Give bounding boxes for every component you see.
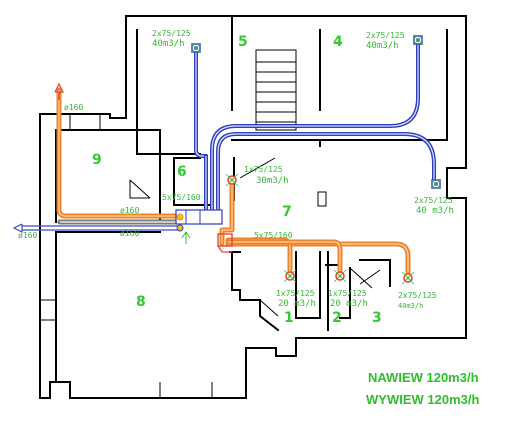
pipe-diameter-label: ø160 <box>120 206 139 215</box>
room-number: 1 <box>284 310 294 326</box>
vent-flow-label: 30m3/h <box>256 176 289 186</box>
vent-duct-label: 2x75/125 <box>366 31 405 40</box>
anemostat-valve-icon[interactable] <box>190 42 202 54</box>
distribution-box <box>175 209 223 244</box>
left-arrow-icon <box>12 223 23 233</box>
anemostat-valve-icon[interactable] <box>412 34 424 46</box>
exhaust-ducts <box>194 40 436 214</box>
vent-flow-label: 40m3/h <box>152 39 185 49</box>
pipe-labels: 5x75/160 5x75/160 ø160 ø160 ø160 ø160 <box>18 103 293 240</box>
vent-duct-label: 1x75/125 <box>276 289 315 298</box>
anemostat-valve-icon[interactable] <box>225 173 239 187</box>
room-number: 9 <box>92 152 102 168</box>
supply-ducts <box>56 87 411 279</box>
vent-duct-label: 2x75/125 <box>414 196 453 205</box>
walls <box>39 15 467 399</box>
up-arrow-icon <box>54 82 64 100</box>
valves <box>190 34 442 285</box>
vent-flow-label: 40 m3/h <box>416 206 454 216</box>
room-number: 8 <box>136 294 146 310</box>
room-number: 5 <box>238 34 248 50</box>
pipe-diameter-label: ø160 <box>120 229 139 238</box>
anemostat-valve-icon[interactable] <box>401 271 415 285</box>
bundle-label: 5x75/160 <box>254 231 293 240</box>
vent-duct-label: 2x75/125 <box>398 291 437 300</box>
vent-flow-label: 40m3/h <box>398 302 423 310</box>
room-numbers: 1 2 3 4 5 6 7 8 9 <box>92 34 382 326</box>
anemostat-valve-icon[interactable] <box>283 269 297 283</box>
room-number: 7 <box>282 204 292 220</box>
staircase <box>255 49 297 131</box>
supply-total: NAWIEW 120m3/h <box>368 370 479 385</box>
exhaust-total: WYWIEW 120m3/h <box>366 392 479 407</box>
anemostat-valve-icon[interactable] <box>430 178 442 190</box>
airflow-summary: NAWIEW 120m3/h WYWIEW 120m3/h <box>366 370 479 407</box>
main-pipes <box>22 219 179 231</box>
vent-duct-label: 1x75/125 <box>328 289 367 298</box>
pipe-diameter-label: ø160 <box>64 103 83 112</box>
vent-flow-label: 40m3/h <box>366 41 399 51</box>
vent-flow-label: 20 m3/h <box>278 299 316 309</box>
vent-flow-label: 20 m3/h <box>330 299 368 309</box>
vent-labels: 2x75/125 40m3/h 2x75/125 40m3/h 1x75/125… <box>152 29 454 310</box>
bundle-label: 5x75/160 <box>162 193 201 202</box>
pipe-diameter-label: ø160 <box>18 231 37 240</box>
room-number: 4 <box>333 34 343 50</box>
room-number: 2 <box>332 310 342 326</box>
anemostat-valve-icon[interactable] <box>333 269 347 283</box>
room-number: 3 <box>372 310 382 326</box>
room-number: 6 <box>177 164 187 180</box>
vent-duct-label: 2x75/125 <box>152 29 191 38</box>
vent-duct-label: 1x75/125 <box>244 165 283 174</box>
